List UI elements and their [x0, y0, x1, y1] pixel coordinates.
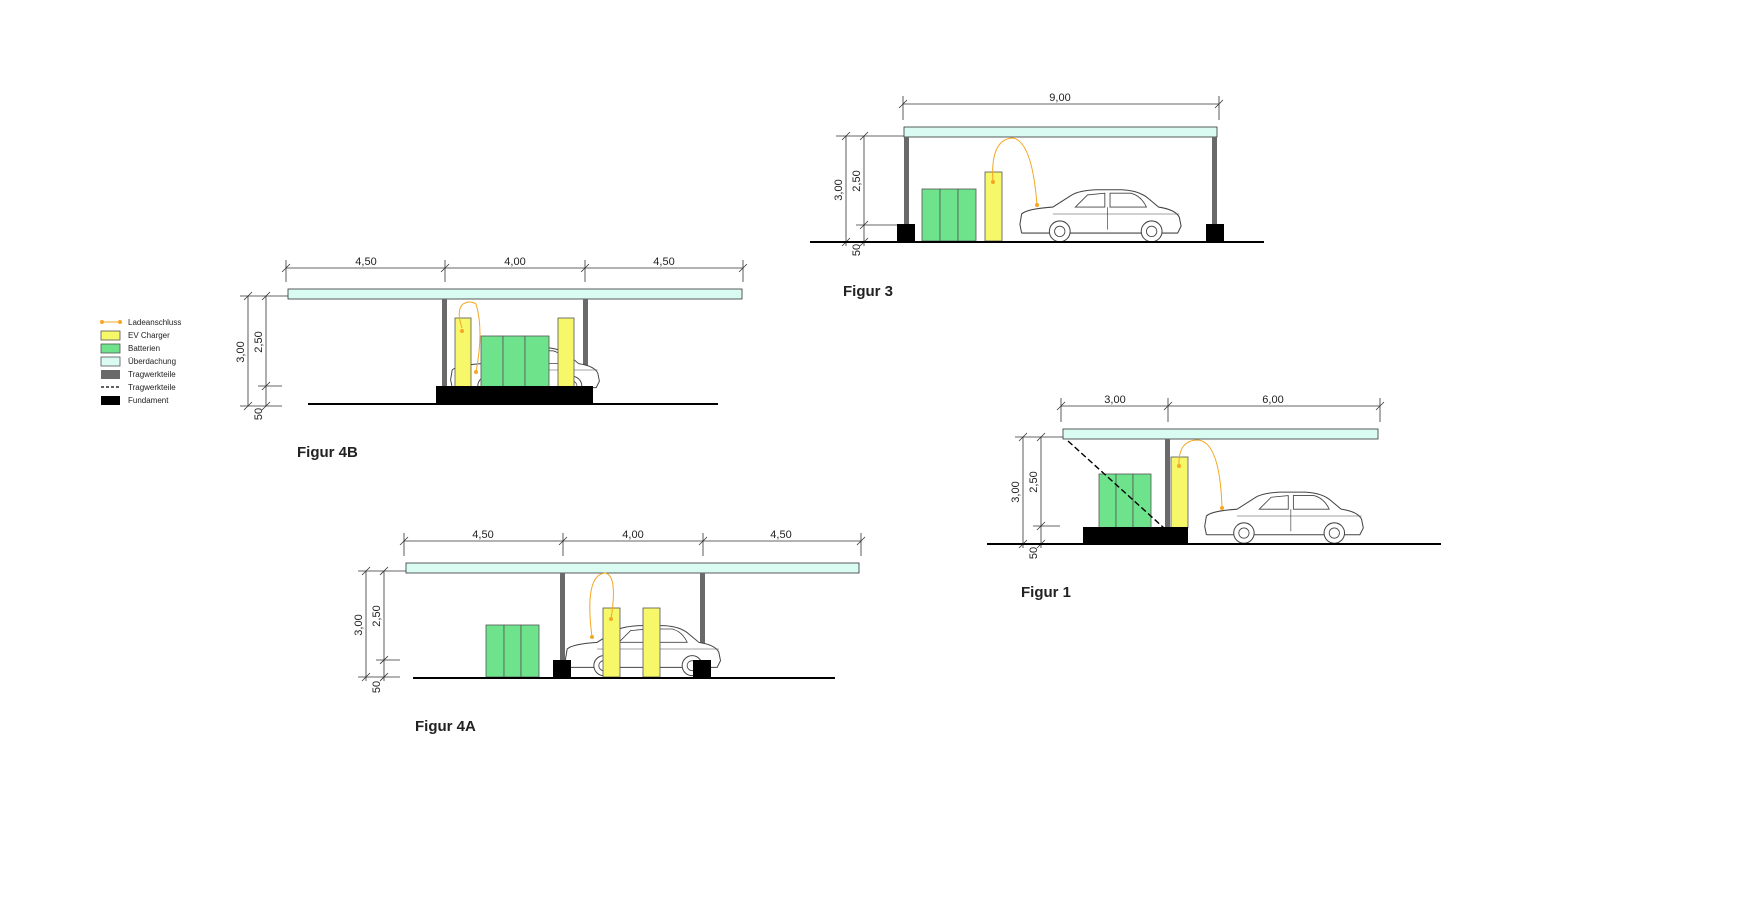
roof: [405, 562, 860, 574]
foundation: [1083, 527, 1188, 544]
dimension-span: [898, 96, 1224, 120]
ev-charger: [454, 317, 472, 389]
legend-item-ev-charger: EV Charger: [100, 330, 170, 341]
figure-title: Figur 4B: [297, 444, 358, 461]
span-label: 4,50: [770, 529, 791, 541]
foundation: [897, 224, 915, 242]
column: [904, 137, 909, 225]
legend-label: Tragwerkteile: [128, 383, 176, 392]
figure-3: 9,00 3,00 2,50 50: [810, 92, 1264, 300]
span-label: 3,00: [1104, 394, 1125, 406]
span-label: 4,00: [504, 256, 525, 268]
height-clear-label: 2,50: [1028, 471, 1040, 492]
figure-title: Figur 4A: [415, 718, 476, 735]
battery-pack: [480, 335, 550, 389]
battery-pack: [921, 188, 977, 242]
roof: [287, 288, 743, 300]
foundation-depth-label: 50: [851, 244, 863, 256]
car: [1204, 491, 1364, 544]
car: [1019, 189, 1182, 243]
column: [1165, 439, 1170, 528]
height-total-label: 3,00: [353, 614, 365, 635]
foundation: [693, 660, 711, 678]
roof: [903, 126, 1218, 138]
foundation-depth-label: 50: [253, 408, 265, 420]
foundation: [553, 660, 571, 678]
foundation: [436, 386, 593, 404]
height-clear-label: 2,50: [253, 331, 265, 352]
column: [583, 299, 588, 387]
span-label: 4,50: [653, 256, 674, 268]
foundation-depth-label: 50: [371, 681, 383, 693]
legend-label: Fundament: [128, 396, 169, 405]
legend-item-roof: Überdachung: [100, 356, 176, 367]
figure-4b: 4,50 4,00 4,50 3,00 2,50 50: [235, 256, 748, 461]
span-label: 9,00: [1049, 92, 1070, 104]
height-total-label: 3,00: [1010, 481, 1022, 502]
legend-label: EV Charger: [128, 331, 170, 340]
diagonal-brace: [1067, 440, 1165, 529]
legend-label: Ladeanschluss: [128, 318, 181, 327]
dimension-span: [399, 533, 866, 556]
span-label: 6,00: [1262, 394, 1283, 406]
charging-cable: [589, 572, 614, 638]
dimension-span: [1056, 398, 1385, 422]
legend-item-foundation: Fundament: [101, 396, 169, 405]
figure-title: Figur 3: [843, 283, 893, 300]
dimension-height: [358, 566, 406, 682]
column: [700, 573, 705, 661]
ev-charger: [642, 607, 661, 678]
figure-title: Figur 1: [1021, 584, 1071, 601]
foundation-depth-label: 50: [1028, 547, 1040, 559]
legend-item-structure: Tragwerkteile: [101, 370, 176, 379]
span-label: 4,00: [622, 529, 643, 541]
dimension-height: [836, 131, 904, 247]
charging-cable: [1178, 439, 1223, 509]
charging-cable: [462, 301, 481, 373]
span-label: 4,50: [472, 529, 493, 541]
span-label: 4,50: [355, 256, 376, 268]
legend-item-charging-cable: Ladeanschluss: [100, 318, 181, 327]
foundation: [1206, 224, 1224, 242]
dimension-span: [281, 260, 748, 282]
column: [560, 573, 565, 661]
figure-1: 3,00 6,00 3,00 2,50 50: [987, 394, 1441, 601]
column: [442, 299, 447, 387]
height-total-label: 3,00: [833, 179, 845, 200]
legend-label: Tragwerkteile: [128, 370, 176, 379]
height-clear-label: 2,50: [371, 605, 383, 626]
dimension-height: [240, 291, 288, 411]
ev-charger: [557, 317, 575, 389]
legend-label: Überdachung: [128, 357, 176, 366]
roof: [1062, 428, 1379, 440]
height-total-label: 3,00: [235, 341, 247, 362]
legend-label: Batterien: [128, 344, 160, 353]
legend-item-battery: Batterien: [100, 343, 160, 354]
column: [1212, 137, 1217, 225]
figure-4a: 4,50 4,00 4,50 3,00 2,50 50: [353, 529, 866, 735]
legend-item-structure-dashed: Tragwerkteile: [101, 383, 176, 392]
battery-pack: [1098, 473, 1152, 529]
charging-cable: [992, 137, 1038, 206]
battery-pack: [485, 624, 540, 678]
height-clear-label: 2,50: [851, 170, 863, 191]
legend: Ladeanschluss EV Charger Batterien Überd…: [100, 318, 181, 405]
